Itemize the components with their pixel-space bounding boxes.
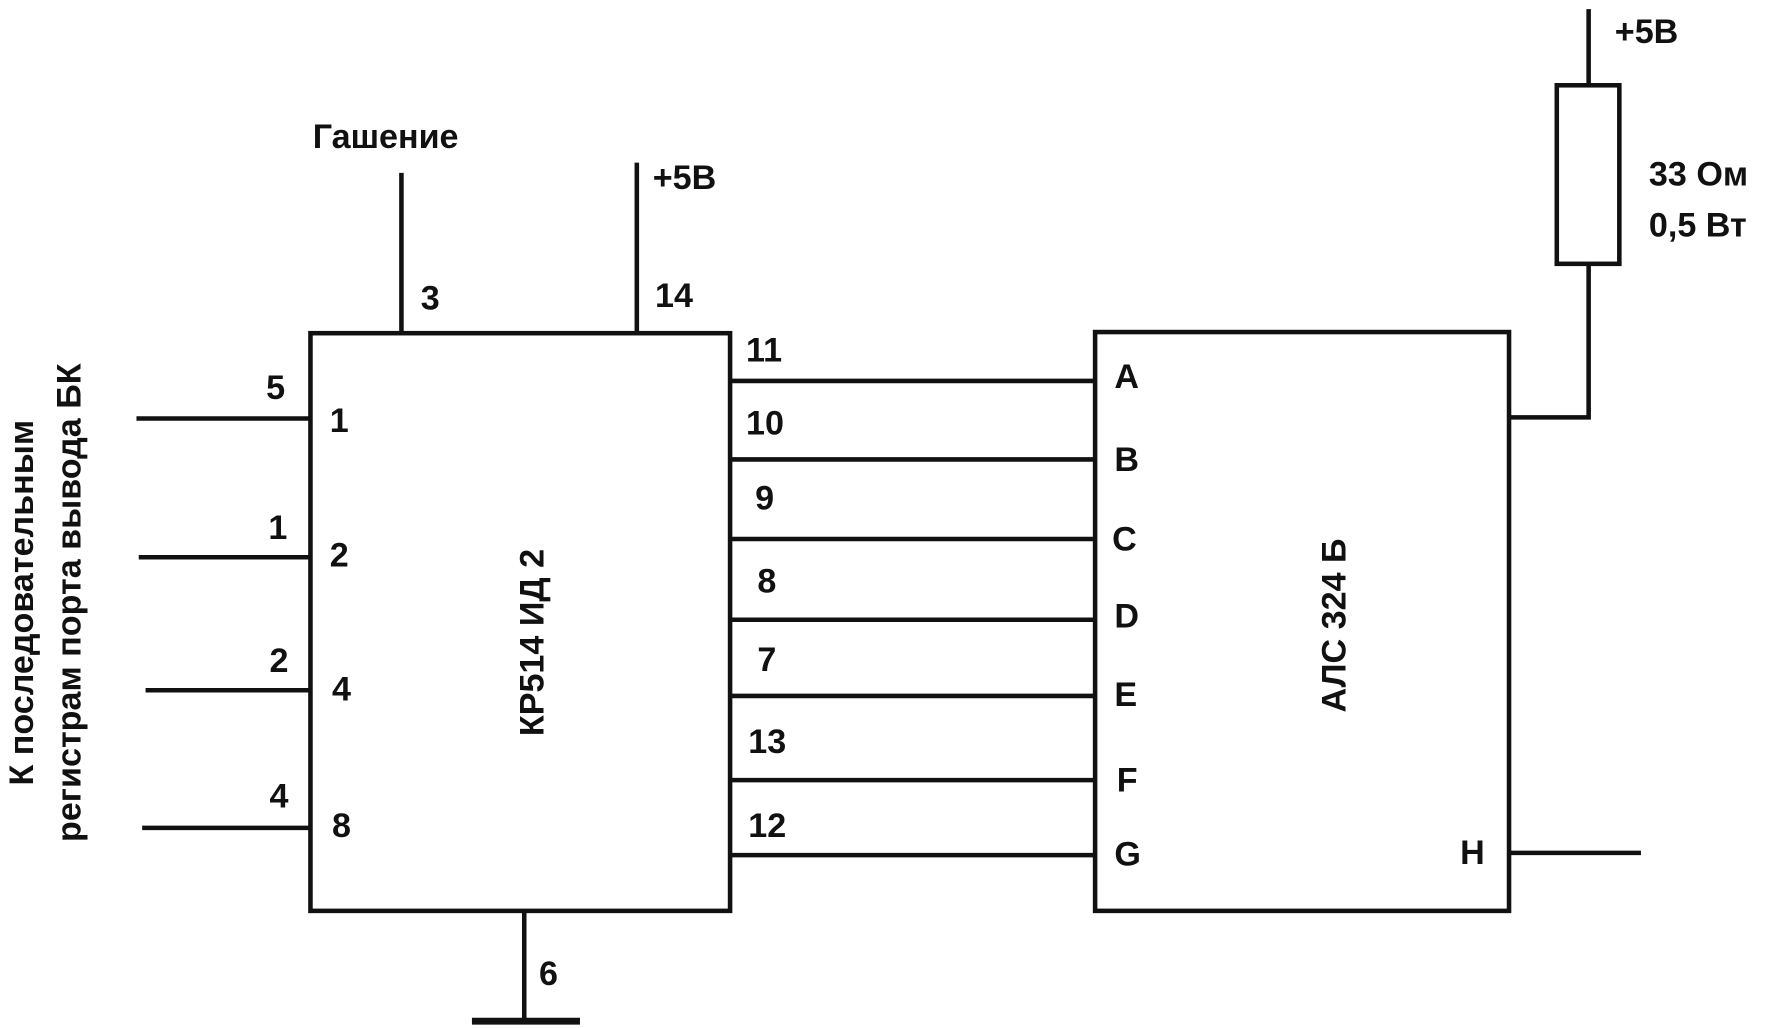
segment-wire-c: 9 C — [730, 479, 1137, 558]
decoder-name: КР514 ИД 2 — [514, 549, 552, 736]
input-ext-number: 5 — [266, 369, 285, 407]
segment-label: D — [1114, 598, 1139, 636]
decoder-input-2: 1 2 — [138, 509, 349, 574]
segment-label: B — [1114, 441, 1139, 479]
output-pin-number: 10 — [746, 404, 784, 442]
output-pin-number: 7 — [757, 641, 776, 679]
segment-wire-g: 12 G — [730, 807, 1141, 873]
segment-wire-f: 13 F — [730, 723, 1138, 799]
blank-label: Гашение — [313, 118, 459, 156]
segment-wire-d: 8 D — [730, 562, 1139, 636]
left-title-line1: К последовательным — [3, 420, 41, 786]
segment-wire-e: 7 E — [730, 641, 1137, 714]
segment-label: E — [1114, 676, 1137, 714]
decoder-input-1: 5 1 — [136, 369, 349, 440]
left-title-line2: регистрам порта вывода БК — [51, 363, 89, 842]
output-pin-number: 9 — [755, 479, 774, 517]
input-ext-number: 2 — [270, 642, 289, 680]
input-pin-number: 8 — [332, 807, 351, 845]
output-pin-number: 8 — [757, 562, 776, 600]
decoder-input-3: 2 4 — [145, 642, 351, 708]
ground-pin-number: 6 — [539, 955, 558, 993]
input-pin-number: 2 — [330, 536, 349, 574]
segment-label: C — [1112, 520, 1137, 558]
resistor-value: 33 Ом — [1649, 155, 1748, 193]
blank-pin-number: 3 — [421, 279, 440, 317]
segment-wire-b: 10 B — [730, 404, 1139, 479]
input-pin-number: 1 — [330, 402, 349, 440]
output-pin-number: 11 — [746, 332, 782, 370]
input-pin-number: 4 — [332, 670, 351, 708]
display-chip — [1092, 329, 1512, 914]
input-ext-number: 1 — [268, 509, 287, 547]
resistor-power: 0,5 Вт — [1649, 207, 1747, 245]
segment-label: G — [1114, 835, 1141, 873]
segment-label: F — [1117, 761, 1138, 799]
output-pin-number: 12 — [748, 807, 786, 845]
decoder-input-4: 4 8 — [142, 777, 351, 845]
display-name: АЛС 324 Б — [1315, 538, 1353, 712]
output-pin-number: 13 — [748, 723, 786, 761]
decoder-vcc-label: +5В — [653, 159, 717, 197]
display-h-pin: H — [1460, 834, 1485, 872]
input-ext-number: 4 — [270, 777, 289, 815]
segment-label: A — [1114, 358, 1139, 396]
decoder-vcc-pin-number: 14 — [655, 277, 693, 315]
resistor — [1554, 83, 1622, 267]
segment-wire-a: 11 A — [730, 332, 1139, 396]
resistor-vcc-label: +5В — [1615, 13, 1679, 51]
resistor-to-display-wire — [1509, 263, 1591, 420]
